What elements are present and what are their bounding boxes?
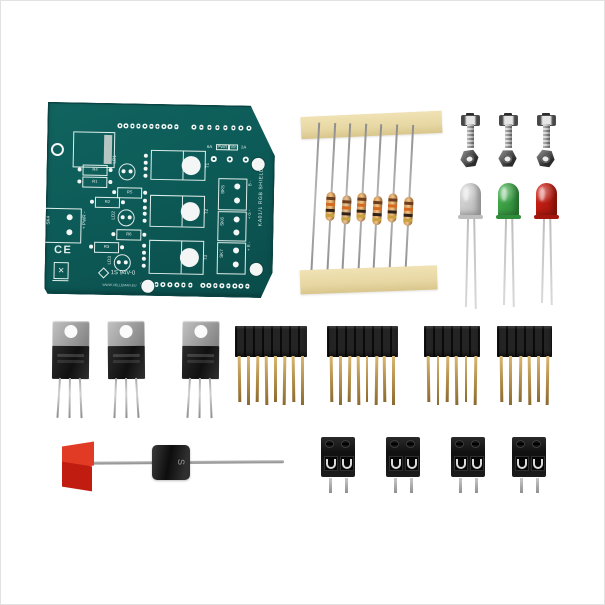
stackable-header: [497, 326, 552, 410]
led-flange: [457, 215, 483, 219]
terminal-pin: [475, 478, 478, 493]
terminal-screw: [455, 440, 464, 448]
terminal-screw: [390, 440, 399, 448]
header-pin: [392, 356, 395, 405]
red-led: [533, 183, 559, 311]
machine-screw: [461, 113, 480, 151]
screw-terminal-block: [386, 437, 420, 493]
screw-shank: [542, 124, 550, 148]
machine-screw: [537, 113, 556, 151]
power-diode: S: [58, 440, 286, 495]
screw-terminal-block: [451, 437, 485, 493]
stackable-header: [327, 326, 398, 410]
terminal-screw: [325, 440, 334, 448]
header-pin: [436, 356, 440, 405]
screw-terminal-block: [321, 437, 355, 493]
terminal-pin: [536, 478, 539, 493]
led-flange: [533, 215, 559, 219]
header-body: [497, 326, 552, 357]
terminal-opening: [323, 456, 338, 471]
screw-shank: [504, 124, 512, 148]
led-flange: [495, 215, 521, 219]
led-dome: [497, 183, 519, 216]
terminal-pin: [329, 478, 332, 493]
green-led: [495, 183, 521, 311]
terminal-screw: [341, 440, 350, 448]
terminal-opening: [453, 456, 468, 471]
header-pin: [274, 356, 277, 402]
terminal-pin: [459, 478, 462, 493]
header-body: [327, 326, 398, 357]
screw-terminal-block: [512, 437, 546, 493]
screw-slot: [504, 113, 512, 116]
led-dome: [459, 183, 481, 216]
terminal-opening: [388, 456, 403, 471]
terminal-screw: [532, 440, 541, 448]
terminal-screw: [516, 440, 525, 448]
terminal-opening: [404, 456, 419, 471]
stackable-header: [424, 326, 480, 410]
terminal-opening: [469, 456, 484, 471]
screw-slot: [466, 113, 474, 116]
header-pin: [464, 356, 468, 402]
header-body: [235, 326, 307, 357]
terminal-pin: [410, 478, 413, 493]
header-pin: [365, 356, 369, 402]
diode-body: S: [152, 445, 190, 480]
clear-led: [457, 183, 483, 311]
screw-slot: [542, 113, 550, 116]
machine-screw: [499, 113, 518, 151]
header-pin: [509, 356, 513, 405]
terminal-pin: [394, 478, 397, 493]
terminal-pin: [520, 478, 523, 493]
terminal-screw: [406, 440, 415, 448]
screw-shank: [466, 124, 474, 148]
header-pin: [339, 356, 342, 405]
header-body: [424, 326, 480, 357]
terminal-opening: [339, 456, 354, 471]
nut-hole: [503, 155, 512, 163]
led-dome: [535, 183, 557, 216]
terminal-opening: [530, 456, 545, 471]
header-pin: [247, 356, 250, 405]
terminal-pin: [345, 478, 348, 493]
terminal-screw: [471, 440, 480, 448]
header-pin: [536, 356, 540, 402]
stackable-header: [235, 326, 307, 410]
hex-nut: [498, 150, 518, 168]
terminal-opening: [514, 456, 529, 471]
header-pin: [301, 356, 304, 405]
